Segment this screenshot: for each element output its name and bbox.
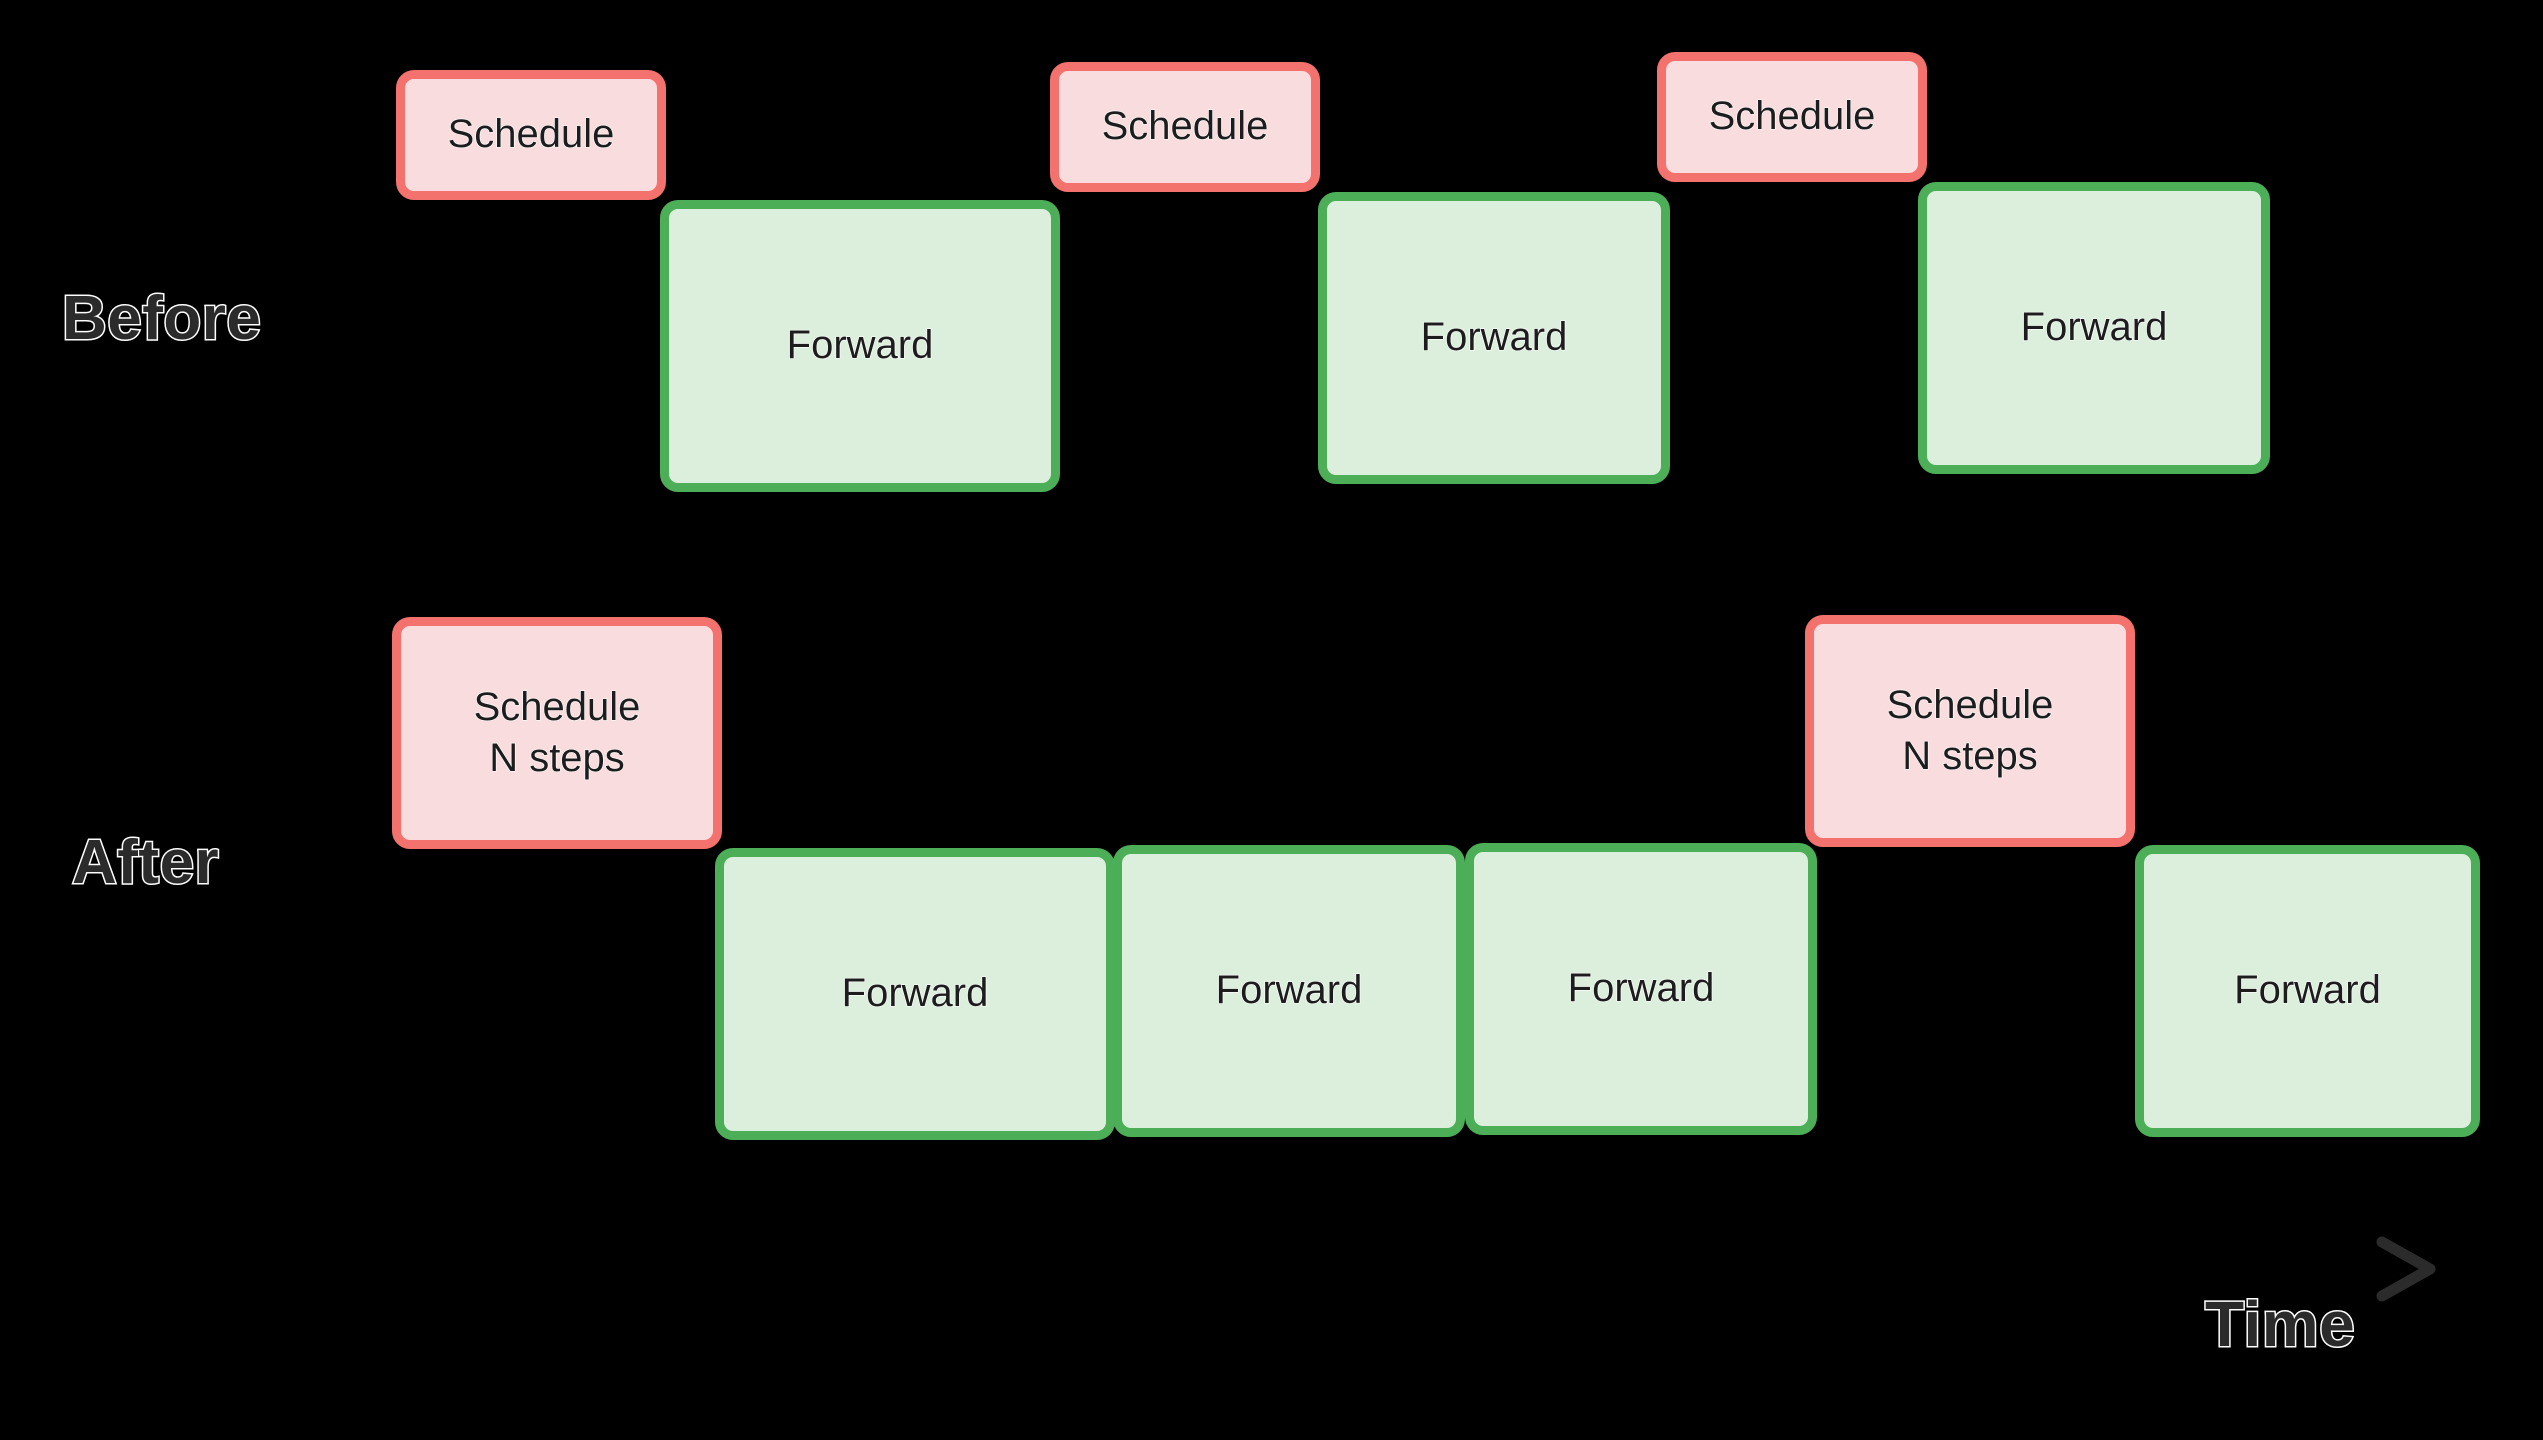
schedule-box-label: Schedule bbox=[1101, 104, 1269, 149]
forward-box-label: Forward bbox=[1567, 966, 1715, 1011]
forward-box-label: Forward bbox=[2020, 305, 2168, 350]
schedule-box-label: Schedule N steps bbox=[1886, 682, 2054, 778]
forward-box-before-6: Forward bbox=[1918, 182, 2270, 474]
schedule-box-label: Schedule bbox=[447, 112, 615, 157]
forward-box-after-2: Forward bbox=[715, 848, 1115, 1140]
schedule-box-before-1: Schedule bbox=[396, 70, 666, 200]
forward-box-before-2: Forward bbox=[660, 200, 1060, 492]
forward-box-before-4: Forward bbox=[1318, 192, 1670, 484]
forward-box-label: Forward bbox=[1420, 315, 1568, 360]
forward-box-label: Forward bbox=[2234, 968, 2382, 1013]
forward-box-label: Forward bbox=[786, 323, 934, 368]
forward-box-label: Forward bbox=[841, 971, 989, 1016]
row-label-after: After bbox=[70, 828, 220, 897]
forward-box-after-3: Forward bbox=[1113, 845, 1465, 1137]
schedule-box-before-3: Schedule bbox=[1050, 62, 1320, 192]
schedule-box-after-1: Schedule N steps bbox=[392, 617, 722, 849]
schedule-box-label: Schedule bbox=[1708, 94, 1876, 139]
forward-box-label: Forward bbox=[1215, 968, 1363, 1013]
time-axis-arrowhead bbox=[2376, 1236, 2436, 1302]
forward-box-after-4: Forward bbox=[1465, 843, 1817, 1135]
row-label-before: Before bbox=[60, 284, 262, 353]
schedule-box-label: Schedule N steps bbox=[473, 684, 641, 780]
forward-box-after-6: Forward bbox=[2135, 845, 2480, 1137]
schedule-box-before-5: Schedule bbox=[1657, 52, 1927, 182]
time-axis-label: Time bbox=[2203, 1288, 2356, 1360]
time-axis bbox=[383, 1236, 2436, 1302]
schedule-box-after-5: Schedule N steps bbox=[1805, 615, 2135, 847]
